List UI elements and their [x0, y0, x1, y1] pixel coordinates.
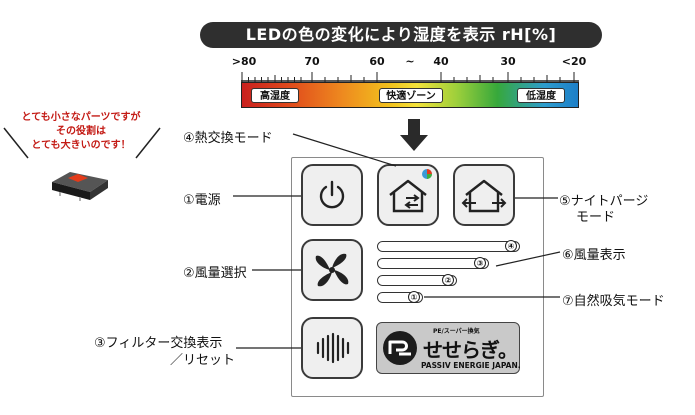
fan-level-bar-3: ③	[377, 257, 489, 269]
scale-tick-20: <20	[561, 55, 587, 68]
chip-illustration	[3, 127, 161, 201]
callout-filter-reset: ／リセット	[170, 353, 236, 368]
callout-fan-display: ⑥風量表示	[562, 248, 626, 263]
chip-caption-line3: とても大きいのです！	[31, 140, 131, 151]
zone-comfort: 快適ゾーン	[379, 88, 443, 103]
callout-power: ①電源	[183, 193, 221, 208]
chip-caption-line2: その役割は	[56, 126, 106, 137]
house-night-purge-icon	[461, 179, 507, 213]
color-led-icon	[422, 169, 432, 179]
scale-axis	[241, 72, 579, 82]
scale-tick-70: 70	[304, 55, 320, 68]
callout-natural-intake: ⑦自然吸気モード	[562, 294, 665, 309]
zone-high-humidity: 高湿度	[251, 88, 299, 103]
callout-heat-exchange: ④熱交換モード	[183, 131, 273, 146]
scale-tick-30: 30	[500, 55, 516, 68]
zone-low-humidity: 低湿度	[517, 88, 565, 103]
logo-main-text: せせらぎ。	[423, 338, 518, 362]
night-purge-button[interactable]	[453, 164, 515, 226]
scale-tick-80: >80	[231, 55, 257, 68]
fan-icon	[315, 253, 349, 287]
callout-filter: ③フィルター交換表示	[94, 336, 223, 351]
humidity-gradient-bar: 高湿度 快適ゾーン 低湿度	[241, 82, 579, 108]
fan-level-label-3: ③	[474, 257, 486, 269]
chip-caption-line1: とても小さなパーツですが	[21, 112, 141, 123]
fan-level-bar-4: ④	[377, 240, 520, 252]
logo-small-text: PE/スーパー換気	[433, 328, 480, 335]
scale-tick-60: 60	[369, 55, 385, 68]
fan-level-bar-1: ①	[377, 291, 423, 303]
callout-night-purge-mode: モード	[576, 210, 616, 225]
fan-level-label-1: ①	[408, 291, 420, 303]
callout-fan-select: ②風量選択	[183, 266, 247, 281]
scale-tick-tilde: ~	[405, 55, 415, 68]
down-arrow-icon	[400, 119, 428, 151]
fan-select-button[interactable]	[301, 239, 363, 301]
heat-exchange-button[interactable]	[377, 164, 439, 226]
scale-tick-40: 40	[433, 55, 449, 68]
power-icon	[319, 180, 345, 209]
brand-logo: PE/スーパー換気 せせらぎ。 PASSIV ENERGIE JAPAN.	[376, 322, 521, 374]
fan-level-label-4: ④	[505, 240, 517, 252]
filter-reset-button[interactable]	[301, 317, 363, 379]
house-heat-exchange-icon	[389, 179, 427, 213]
callout-night-purge: ⑤ナイトパージ	[559, 194, 649, 209]
filter-icon	[316, 332, 350, 364]
chip-icon	[52, 172, 108, 201]
fan-level-label-2: ②	[442, 274, 454, 286]
humidity-title: LEDの色の変化により湿度を表示 rH[%]	[200, 22, 602, 48]
logo-sub-text: PASSIV ENERGIE JAPAN.	[421, 361, 521, 370]
logo-mark-icon	[383, 331, 417, 365]
power-button[interactable]	[301, 164, 363, 226]
fan-level-bar-2: ②	[377, 274, 457, 286]
